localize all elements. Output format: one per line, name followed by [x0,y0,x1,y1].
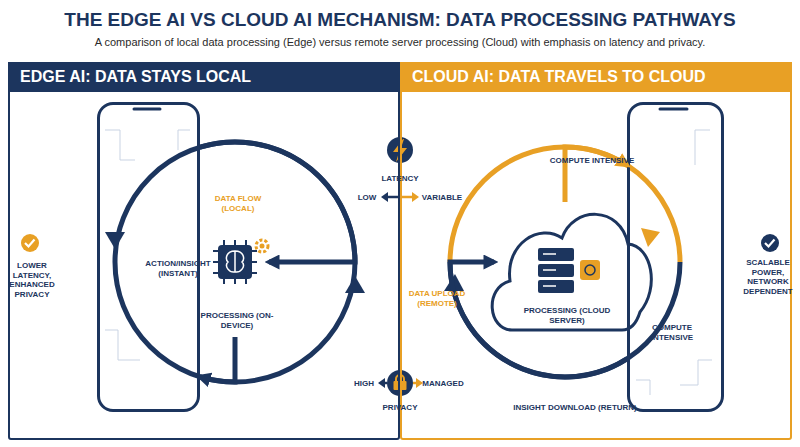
edge-label: DATA FLOW (LOCAL) [203,194,273,213]
panel-box: EDGE AI: DATA STAYS LOCAL ACTION/INSIGHT … [8,62,400,440]
diagram-title: THE EDGE AI VS CLOUD AI MECHANISM: DATA … [0,9,800,32]
annotation-label: VARIABLE [417,193,467,203]
local-loop [115,142,355,382]
phone-notch [134,108,687,111]
annotation-label: LOWER LATENCY, ENHANCED PRIVACY [2,261,62,299]
circuit-pattern [105,130,712,395]
process-node: PROCESSING (CLOUD SERVER) [494,202,627,337]
annotation-label: LATENCY [370,174,430,184]
loop-arrowhead [345,276,365,293]
annotation-label: PRIVACY [370,403,430,413]
node-label: PROCESSING (ON-DEVICE) [197,311,277,330]
annotation-label: MANAGED [418,379,468,389]
panel-header: EDGE AI: DATA STAYS LOCAL [8,62,400,92]
phone-device: COMPUTE INTENSIVE [627,102,724,412]
flow-arrow [200,337,235,382]
loop-arrowhead [641,228,660,247]
loop-arrowhead [444,274,464,291]
node-label: PROCESSING (CLOUD SERVER) [517,306,617,325]
edge-label: COMPUTE INTENSIVE [537,156,647,166]
panel-header: CLOUD AI: DATA TRAVELS TO CLOUD [400,62,792,92]
annotation-label: SCALABLE POWER, NETWORK DEPENDENT [739,258,797,296]
phone-device: ACTION/INSIGHT (INSTANT) [97,102,200,412]
node-label: ACTION/INSIGHT (INSTANT) [136,259,220,278]
flow-arrow [200,142,355,262]
annotation-label: HIGH [349,379,379,389]
edge-label: DATA UPLOAD (REMOTE) [402,289,472,308]
annotation-label: INSIGHT DOWNLOAD (RETURN) [490,403,660,413]
server-icon [538,248,600,293]
node-label: COMPUTE INTENSIVE [632,323,712,342]
annotation-label: LOW [352,193,382,203]
diagram-caption: A comparison of local data processing (E… [0,36,800,49]
process-node: PROCESSING (ON-DEVICE) [205,237,269,337]
flow-arrow [565,147,627,202]
loop-arrowhead [105,232,125,249]
flow-arrow [450,262,627,377]
chip-icon [213,240,268,284]
